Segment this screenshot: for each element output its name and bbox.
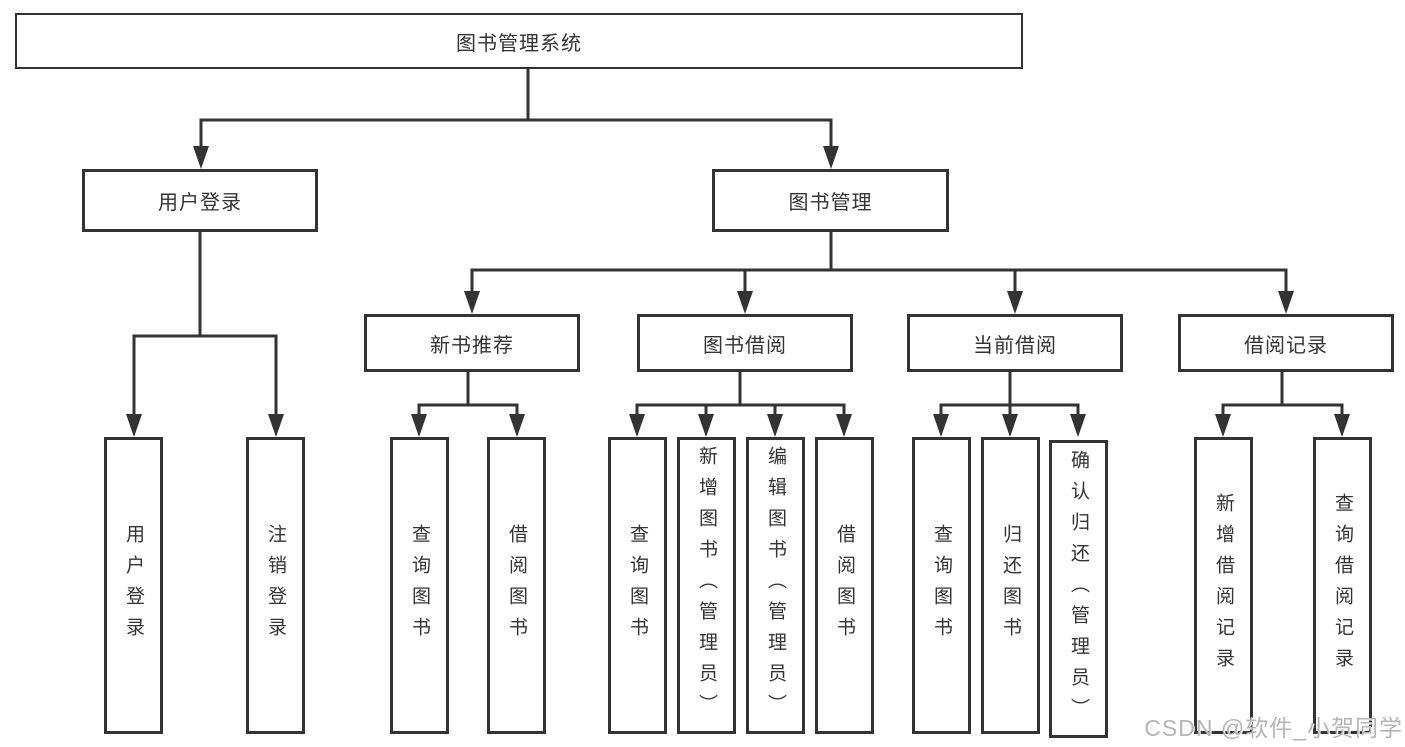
csdn-watermark: CSDN @软件_小贺同学	[1144, 715, 1403, 741]
node-label: 注销登录	[265, 523, 286, 648]
node-label: 查询图书	[409, 523, 430, 648]
connector-root-to-level2	[199, 69, 833, 148]
node-label: 借阅图书	[834, 523, 855, 648]
connector-root-arrowheads	[193, 146, 839, 169]
node-label: 确认归还（管理员）	[1068, 449, 1089, 729]
node-label: 用户登录	[158, 192, 242, 214]
node-user-login: 用户登录	[82, 169, 318, 232]
node-label: 图书管理系统	[456, 32, 582, 55]
connector-new-book-rec-to-children	[417, 371, 519, 416]
node-label: 查询图书	[627, 523, 648, 648]
leaf-query-borrow-record: 查询借阅记录	[1313, 437, 1372, 734]
node-label: 归还图书	[1000, 523, 1021, 648]
connector-borrow-records-to-children	[1221, 371, 1344, 416]
leaf-query-books-current: 查询图书	[912, 437, 971, 734]
node-label: 查询图书	[931, 523, 952, 648]
node-current-borrow: 当前借阅	[907, 314, 1123, 372]
connector-book-management-arrowheads	[464, 291, 1294, 314]
node-label: 借阅记录	[1244, 334, 1328, 357]
leaf-add-borrow-record: 新增借阅记录	[1194, 437, 1253, 734]
connector-user-login-to-children	[132, 232, 278, 416]
leaf-borrow-books: 借阅图书	[815, 437, 874, 734]
leaf-add-books-admin: 新增图书（管理员）	[677, 437, 736, 734]
node-label: 借阅图书	[506, 523, 527, 648]
connector-book-borrow-arrowheads	[629, 414, 852, 437]
leaf-query-books-newrec: 查询图书	[390, 437, 449, 734]
connector-current-borrow-to-children	[939, 371, 1080, 416]
node-label: 图书管理	[788, 192, 873, 214]
node-label: 当前借阅	[973, 334, 1057, 357]
leaf-user-login: 用户登录	[104, 437, 163, 734]
leaf-logout: 注销登录	[246, 437, 305, 734]
node-label: 新书推荐	[430, 334, 514, 357]
leaf-confirm-return-admin: 确认归还（管理员）	[1049, 440, 1108, 738]
node-label: 编辑图书（管理员）	[765, 446, 786, 725]
node-book-management: 图书管理	[712, 169, 949, 232]
node-label: 新增图书（管理员）	[696, 446, 717, 725]
node-label: 图书借阅	[703, 334, 787, 357]
connector-user-login-arrowheads	[126, 414, 284, 437]
node-book-borrow: 图书借阅	[637, 314, 853, 372]
node-label: 新增借阅记录	[1213, 492, 1234, 679]
connector-book-management-to-level3	[470, 232, 1288, 293]
node-new-book-recommend: 新书推荐	[364, 314, 580, 372]
leaf-edit-books-admin: 编辑图书（管理员）	[746, 437, 805, 734]
connector-new-book-rec-arrowheads	[411, 414, 525, 437]
node-library-management-system: 图书管理系统	[15, 13, 1023, 69]
leaf-return-books: 归还图书	[981, 437, 1040, 734]
node-borrow-records: 借阅记录	[1178, 314, 1394, 372]
node-label: 用户登录	[123, 523, 144, 648]
connector-book-borrow-to-children	[635, 371, 846, 416]
connector-current-borrow-arrowheads	[933, 414, 1086, 437]
leaf-borrow-books-newrec: 借阅图书	[487, 437, 546, 734]
leaf-query-books-borrow: 查询图书	[608, 437, 667, 734]
node-label: 查询借阅记录	[1332, 492, 1353, 679]
connector-borrow-records-arrowheads	[1215, 414, 1350, 437]
